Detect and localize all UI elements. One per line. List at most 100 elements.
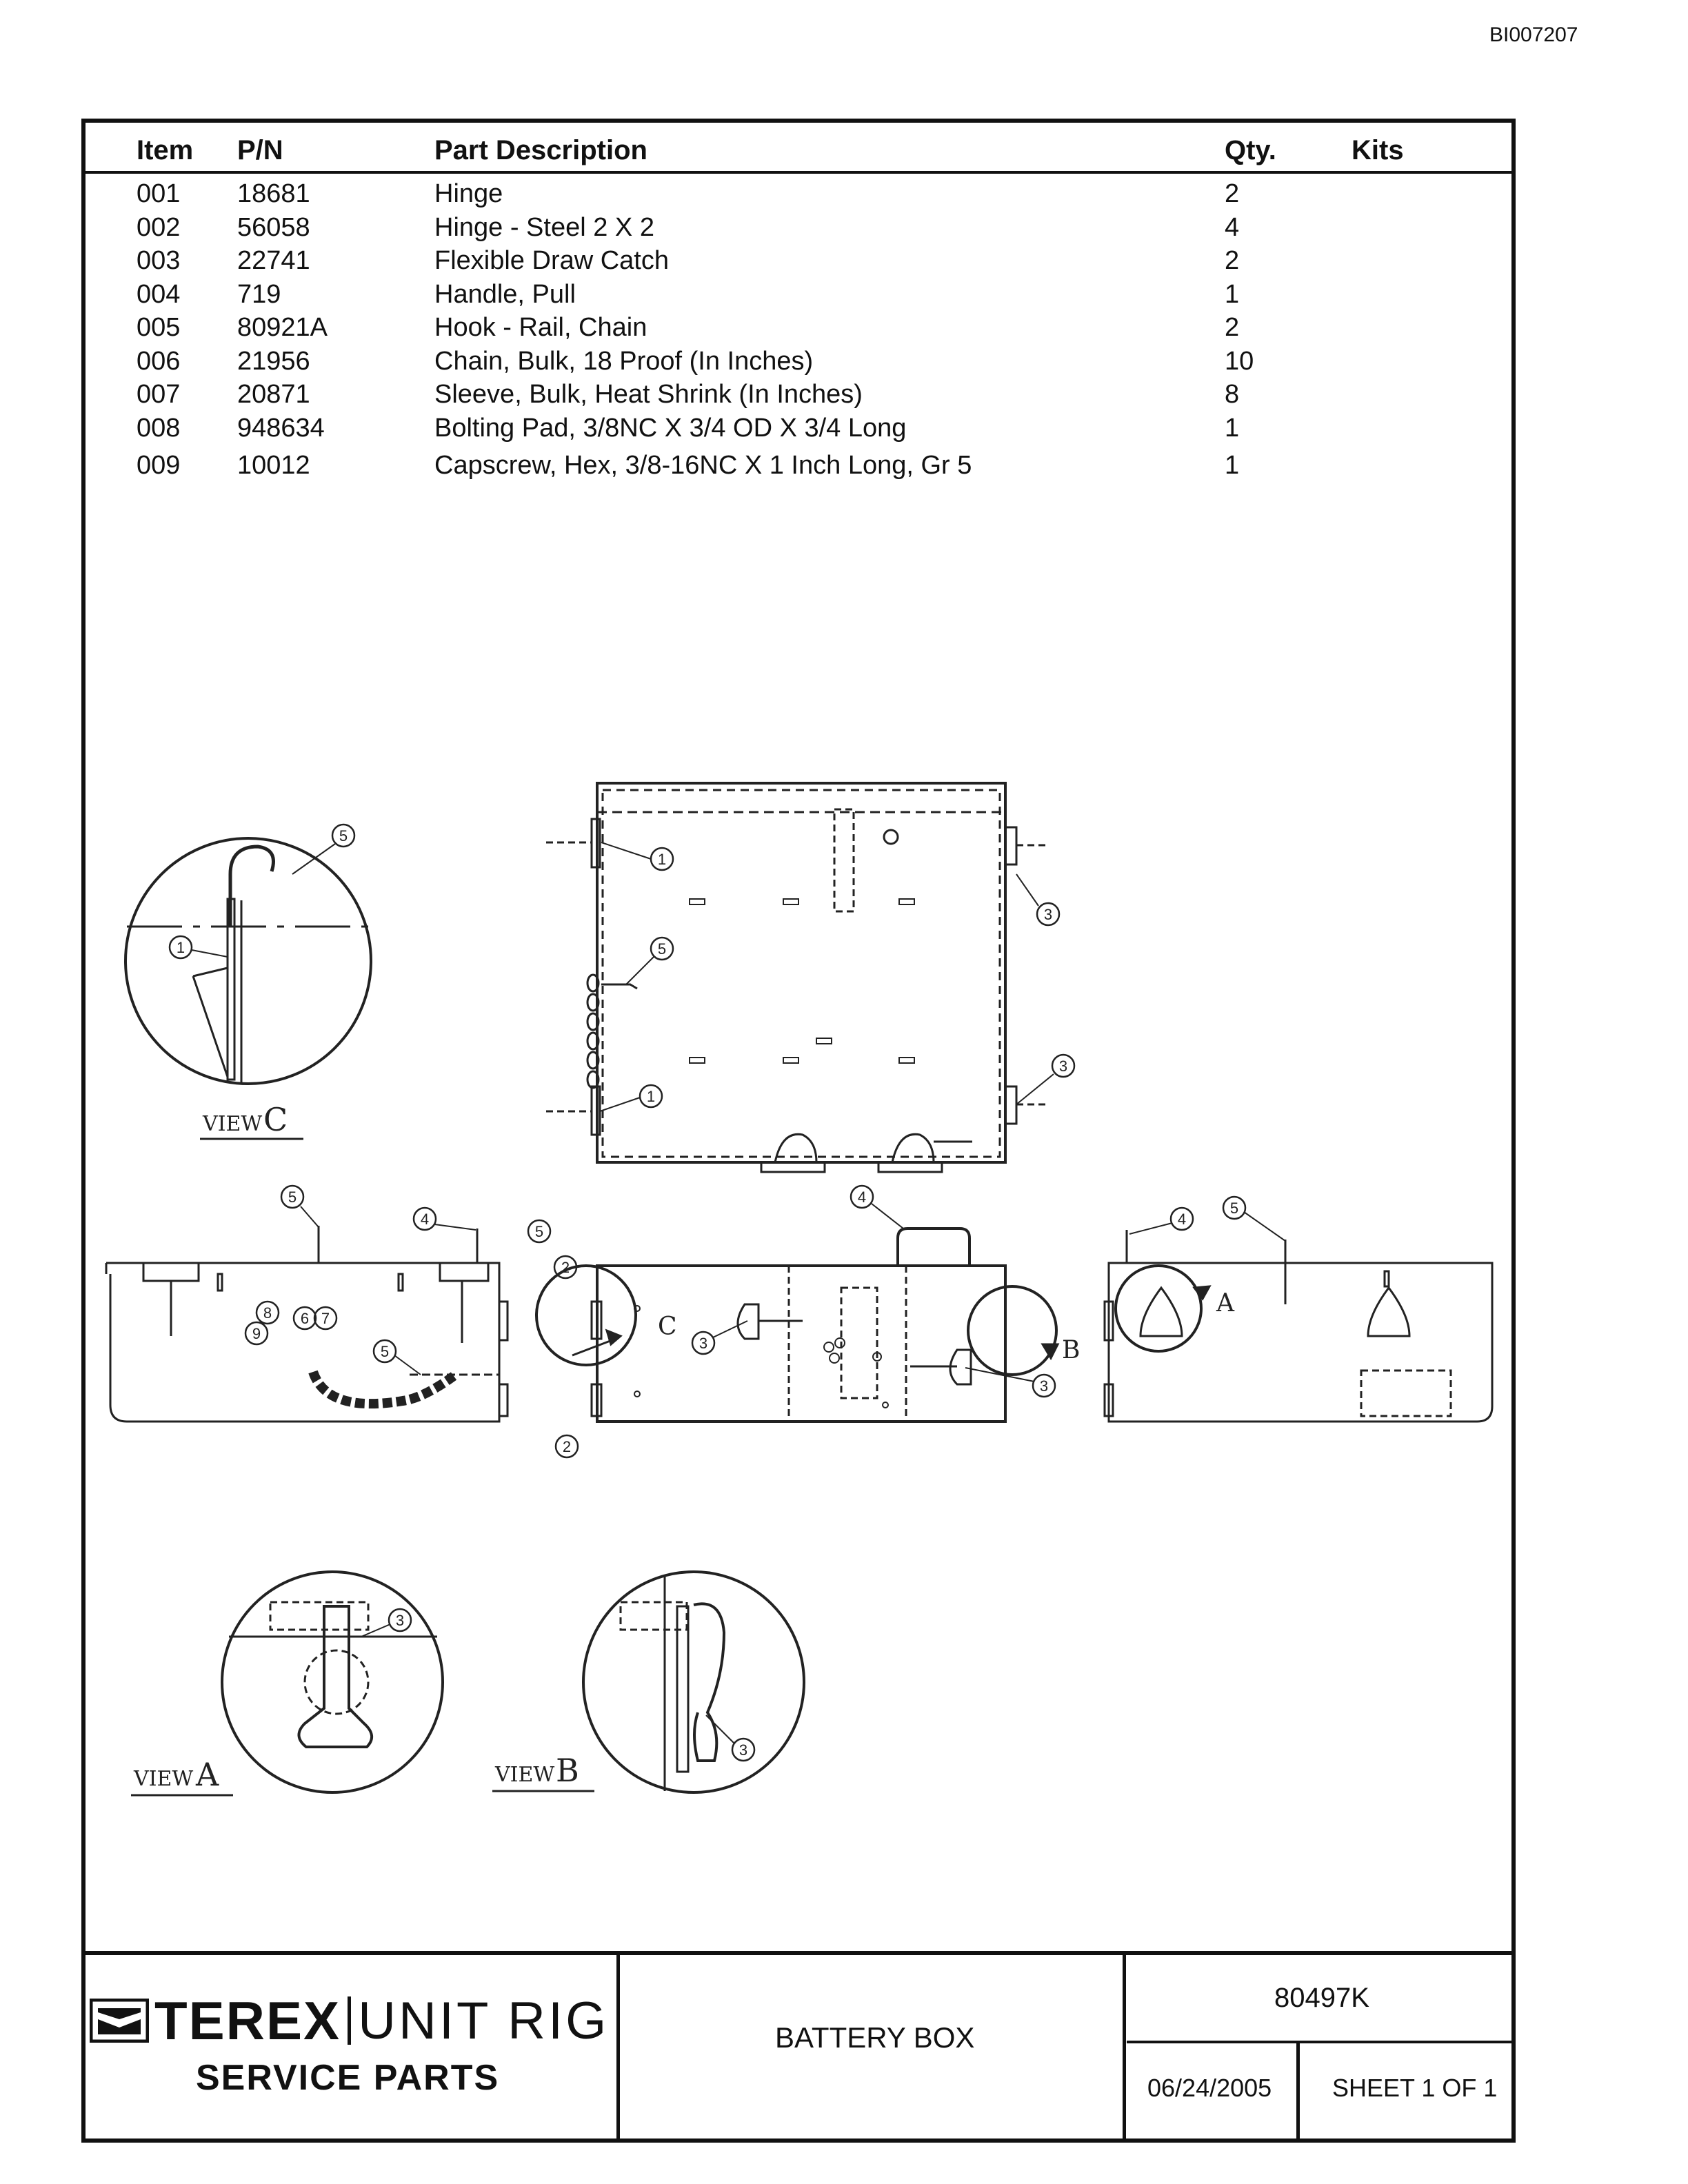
- service-parts-label: SERVICE PARTS: [196, 2058, 500, 2098]
- balloon-7: 7: [321, 1310, 330, 1327]
- balloon-3: 3: [396, 1612, 404, 1629]
- balloon-3: 3: [699, 1335, 707, 1352]
- table-row: 004 719 Handle, Pull 1: [86, 280, 1511, 314]
- row-qty: 2: [1225, 179, 1240, 208]
- table-row: 007 20871 Sleeve, Bulk, Heat Shrink (In …: [86, 380, 1511, 414]
- header-item: Item: [137, 135, 194, 165]
- table-row: 002 56058 Hinge - Steel 2 X 2 4: [86, 213, 1511, 247]
- balloon-3: 3: [1059, 1058, 1067, 1075]
- balloon-3: 3: [1044, 906, 1052, 923]
- balloon-1: 1: [658, 851, 666, 868]
- row-item: 007: [137, 380, 181, 409]
- row-description: Bolting Pad, 3/8NC X 3/4 OD X 3/4 Long: [434, 413, 907, 443]
- balloon-2: 2: [563, 1438, 571, 1455]
- callout-c: C: [658, 1313, 677, 1341]
- row-item: 004: [137, 279, 181, 309]
- brand-divider: [348, 1996, 352, 2045]
- leader-lines: [191, 842, 1286, 1743]
- table-row: 005 80921A Hook - Rail, Chain 2: [86, 313, 1511, 347]
- item-balloons: [168, 823, 1247, 1762]
- detail-view-b: [582, 1570, 805, 1794]
- row-item: 001: [137, 179, 181, 208]
- row-item: 006: [137, 346, 181, 376]
- title-block-divider: [1296, 2041, 1300, 2143]
- row-pn: 21956: [237, 346, 310, 376]
- title-block-divider: [616, 1955, 620, 2143]
- balloon-5: 5: [535, 1223, 543, 1240]
- row-description: Flexible Draw Catch: [434, 246, 669, 275]
- row-item: 005: [137, 313, 181, 342]
- detail-view-a: [221, 1570, 444, 1794]
- callout-b: B: [1062, 1336, 1080, 1364]
- table-row: 006 21956 Chain, Bulk, 18 Proof (In Inch…: [86, 347, 1511, 381]
- table-row: 003 22741 Flexible Draw Catch 2: [86, 246, 1511, 280]
- balloon-1: 1: [177, 939, 185, 956]
- parts-table-body: 001 18681 Hinge 2 002 56058 Hinge - Stee…: [86, 179, 1511, 485]
- parts-sheet-frame: Item P/N Part Description Qty. Kits 001 …: [81, 119, 1516, 2143]
- row-qty: 8: [1225, 380, 1240, 409]
- row-pn: 56058: [237, 212, 310, 242]
- document-id: BI007207: [1489, 23, 1578, 46]
- left-side-view: [105, 1226, 509, 1423]
- balloon-6: 6: [301, 1310, 309, 1327]
- row-description: Sleeve, Bulk, Heat Shrink (In Inches): [434, 380, 863, 409]
- detail-view-c: [124, 837, 372, 1085]
- balloon-4: 4: [421, 1211, 429, 1228]
- row-description: Capscrew, Hex, 3/8-16NC X 1 Inch Long, G…: [434, 451, 972, 480]
- front-view: [535, 1227, 1060, 1423]
- balloon-numbers: 5 1 1 5 1 3 3 5 4 8 9 6 7 5 5 2 3 4 3 2 …: [177, 827, 1238, 1759]
- table-row: 008 948634 Bolting Pad, 3/8NC X 3/4 OD X…: [86, 414, 1511, 447]
- balloon-2: 2: [561, 1259, 570, 1276]
- view-callouts: C B A: [658, 1289, 1235, 1364]
- header-pn: P/N: [237, 135, 283, 165]
- balloon-5: 5: [381, 1343, 389, 1360]
- row-description: Hinge: [434, 179, 503, 208]
- right-side-view: [1103, 1230, 1494, 1423]
- row-qty: 4: [1225, 212, 1240, 242]
- table-row: 009 10012 Capscrew, Hex, 3/8-16NC X 1 In…: [86, 451, 1511, 485]
- top-view: [546, 782, 1048, 1173]
- balloon-3: 3: [1040, 1377, 1048, 1395]
- sheet-number: SHEET 1 OF 1: [1332, 2074, 1498, 2102]
- row-description: Hinge - Steel 2 X 2: [434, 212, 654, 242]
- header-description: Part Description: [434, 135, 647, 165]
- balloon-5: 5: [288, 1189, 297, 1206]
- title-block-rule: [1127, 2041, 1511, 2043]
- balloon-5: 5: [658, 940, 666, 958]
- row-pn: 10012: [237, 451, 310, 480]
- brand-name: TEREX: [154, 1990, 341, 2051]
- balloon-4: 4: [858, 1189, 866, 1206]
- view-labels: VIEW C VIEW A VIEW B: [133, 1101, 579, 1793]
- drawing-date: 06/24/2005: [1147, 2074, 1272, 2102]
- view-c-letter: C: [263, 1101, 288, 1138]
- balloon-1: 1: [647, 1088, 655, 1105]
- row-qty: 10: [1225, 346, 1254, 376]
- row-pn: 22741: [237, 246, 310, 275]
- parts-table-header: Item P/N Part Description Qty. Kits: [86, 130, 1511, 174]
- callout-a: A: [1216, 1289, 1235, 1317]
- row-item: 002: [137, 212, 181, 242]
- row-qty: 1: [1225, 451, 1240, 480]
- view-label-underlines: [131, 1138, 594, 1797]
- row-description: Handle, Pull: [434, 279, 576, 309]
- view-b-word: VIEW: [494, 1763, 554, 1787]
- view-b-letter: B: [556, 1752, 579, 1789]
- row-pn: 948634: [237, 413, 325, 443]
- view-c-word: VIEW: [202, 1112, 262, 1136]
- row-item: 003: [137, 246, 181, 275]
- title-block-divider: [1123, 1955, 1126, 2143]
- row-qty: 2: [1225, 246, 1240, 275]
- row-description: Hook - Rail, Chain: [434, 313, 647, 342]
- battery-box-drawing: 5 1 1 5 1 3 3 5 4 8 9 6 7 5 5 2 3 4 3 2 …: [105, 782, 1494, 1797]
- view-a-letter: A: [195, 1756, 219, 1793]
- balloon-5: 5: [339, 827, 348, 845]
- row-qty: 1: [1225, 279, 1240, 309]
- title-block: TEREX UNIT RIG SERVICE PARTS BATTERY BOX…: [86, 1951, 1511, 2143]
- terex-crown-logo-icon: [90, 1999, 149, 2043]
- row-qty: 1: [1225, 413, 1240, 443]
- header-qty: Qty.: [1225, 135, 1276, 165]
- row-pn: 719: [237, 279, 281, 309]
- row-pn: 80921A: [237, 313, 328, 342]
- row-pn: 18681: [237, 179, 310, 208]
- row-item: 009: [137, 451, 181, 480]
